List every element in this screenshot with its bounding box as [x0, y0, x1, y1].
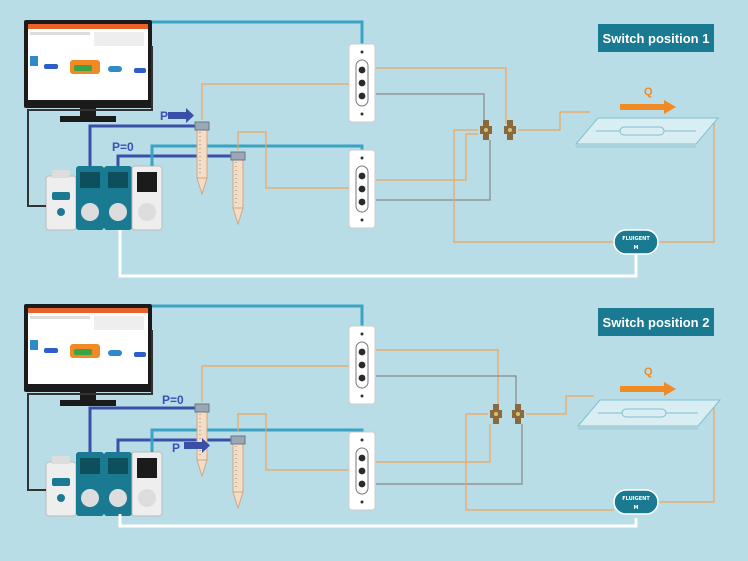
microfluidic-chip-icon: [575, 117, 719, 149]
left-pressure-label: P: [160, 109, 168, 123]
t-junction-icon: [512, 404, 524, 424]
tube-orange: [376, 349, 499, 406]
tube-grey: [376, 140, 491, 201]
switch-valve-icon: [348, 325, 376, 405]
sensor-id: M: [634, 245, 639, 251]
usb-cable: [27, 46, 153, 207]
switch-position-title: Switch position 2: [603, 315, 710, 330]
right-pressure-label: P: [172, 441, 180, 455]
switch-valve-icon: [348, 431, 376, 511]
switch-valve-icon: [348, 43, 376, 123]
tube-orange: [376, 67, 507, 124]
sensor-cable: [118, 230, 638, 278]
sensor-id: M: [634, 505, 639, 511]
sensor-logo: FLUIGENT: [622, 236, 650, 242]
pressure-controller-icon: [45, 165, 163, 231]
right-pressure-label: P=0: [112, 140, 134, 154]
flow-arrow-head: [664, 100, 676, 114]
left-pressure-label: P=0: [162, 393, 184, 407]
t-junction-icon: [490, 404, 502, 424]
microfluidic-chip-icon: [577, 399, 721, 431]
reservoir-tube-icon: [194, 121, 210, 195]
pressure-arrow-icon: [168, 112, 186, 119]
pressure-arrow-head: [202, 438, 210, 453]
tube-orange: [465, 413, 614, 511]
tube-orange: [376, 424, 491, 463]
tube-grey: [376, 93, 485, 124]
sensor-logo: FLUIGENT: [622, 496, 650, 502]
sensor-cable: [118, 514, 638, 528]
tube-orange: [237, 413, 350, 471]
tube-orange: [376, 133, 478, 181]
switch-valve-icon: [348, 149, 376, 229]
t-junction-icon: [480, 120, 492, 140]
reservoir-tube-icon: [230, 435, 246, 509]
flow-label: Q: [644, 366, 653, 378]
computer-monitor-icon: [24, 20, 152, 122]
panel-1: FLUIGENT M P P=0 Q Switch position 1: [24, 20, 719, 278]
tube-orange: [526, 395, 594, 415]
tube-blue: [152, 20, 364, 44]
flow-arrow-head: [664, 382, 676, 396]
tube-navy: [88, 124, 196, 166]
switch-position-badge: [598, 308, 714, 336]
tube-grey: [376, 375, 517, 406]
tube-orange: [518, 111, 590, 131]
tube-orange: [201, 365, 350, 402]
flow-arrow-icon: [620, 386, 666, 392]
usb-cable: [27, 330, 153, 491]
panel-2: FLUIGENT M P=0 P Q Switch position 2: [24, 304, 721, 528]
reservoir-tube-icon: [230, 151, 246, 225]
tube-grey: [376, 424, 523, 485]
pressure-arrow-icon: [184, 442, 202, 449]
tube-navy: [116, 438, 232, 452]
pressure-controller-icon: [45, 451, 163, 517]
computer-monitor-icon: [24, 304, 152, 406]
tube-navy: [116, 154, 232, 166]
tube-blue: [152, 304, 364, 326]
tube-navy: [88, 406, 196, 452]
switch-position-title: Switch position 1: [603, 31, 710, 46]
flow-label: Q: [644, 86, 653, 98]
tube-orange: [201, 83, 350, 120]
switch-position-badge: [598, 24, 714, 52]
tube-orange: [237, 131, 350, 189]
flow-arrow-icon: [620, 104, 666, 110]
pressure-arrow-head: [186, 108, 194, 123]
tube-orange: [453, 129, 614, 243]
